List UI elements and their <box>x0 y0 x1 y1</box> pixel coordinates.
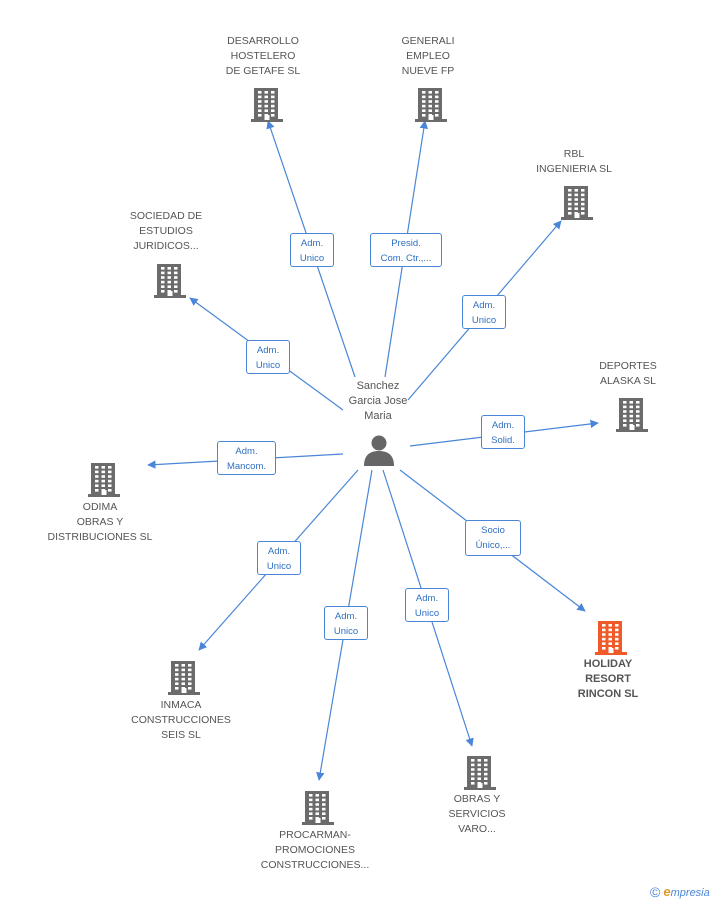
relation-label[interactable]: Adm. Mancom. <box>217 441 276 475</box>
building-icon[interactable] <box>615 396 649 432</box>
company-label[interactable]: RBL INGENIERIA SL <box>536 148 612 175</box>
relation-label[interactable]: Adm. Unico <box>257 541 301 575</box>
company-label[interactable]: PROCARMAN- PROMOCIONES CONSTRUCCIONES... <box>260 829 370 871</box>
relation-label[interactable]: Adm. Unico <box>405 588 449 622</box>
company-label[interactable]: DESARROLLO HOSTELERO DE GETAFE SL <box>225 35 301 77</box>
center-person-name[interactable]: Sanchez Garcia Jose Maria <box>348 380 408 422</box>
relation-label[interactable]: Presid. Com. Ctr.,... <box>370 233 442 267</box>
brand-initial: e <box>663 884 671 899</box>
brand-name: mpresia <box>670 887 710 899</box>
building-icon[interactable] <box>301 789 335 825</box>
company-label[interactable]: INMACA CONSTRUCCIONES SEIS SL <box>131 699 231 741</box>
company-label[interactable]: DEPORTES ALASKA SL <box>599 360 657 387</box>
relation-label[interactable]: Adm. Unico <box>290 233 334 267</box>
company-label[interactable]: SOCIEDAD DE ESTUDIOS JURIDICOS... <box>129 210 203 252</box>
building-icon[interactable] <box>560 184 594 220</box>
building-icon[interactable] <box>167 659 201 695</box>
watermark: © empresia <box>650 884 710 900</box>
relation-label[interactable]: Adm. Solid. <box>481 415 525 449</box>
building-icon[interactable] <box>87 461 121 497</box>
company-label[interactable]: OBRAS Y SERVICIOS VARO... <box>448 793 506 835</box>
building-icon[interactable] <box>594 619 628 655</box>
relation-label[interactable]: Adm. Unico <box>462 295 506 329</box>
building-icon[interactable] <box>153 262 187 298</box>
relation-label[interactable]: Adm. Unico <box>324 606 368 640</box>
building-icon[interactable] <box>414 86 448 122</box>
company-label[interactable]: HOLIDAY RESORT RINCON SL <box>577 658 639 700</box>
company-label[interactable]: ODIMA OBRAS Y DISTRIBUCIONES SL <box>47 501 153 543</box>
relation-label[interactable]: Socio Único,... <box>465 520 521 556</box>
person-icon[interactable] <box>362 434 396 466</box>
copyright-icon: © <box>650 884 661 900</box>
building-icon[interactable] <box>250 86 284 122</box>
building-icon[interactable] <box>463 754 497 790</box>
relation-label[interactable]: Adm. Unico <box>246 340 290 374</box>
company-label[interactable]: GENERALI EMPLEO NUEVE FP <box>401 35 455 77</box>
